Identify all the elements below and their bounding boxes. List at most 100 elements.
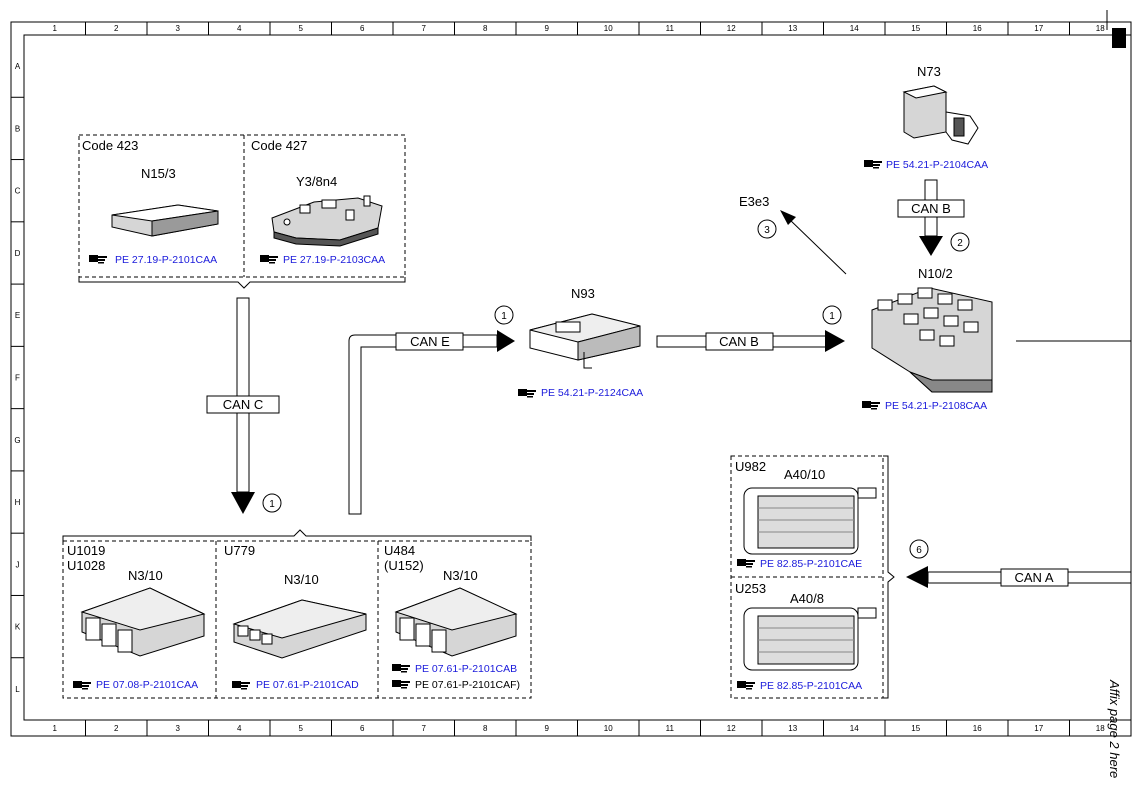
grid-row-F: F xyxy=(15,374,20,383)
n15-3-reference[interactable]: PE 27.19-P-2101CAA xyxy=(115,254,217,266)
grid-col-bottom-16: 16 xyxy=(973,724,982,733)
e3e3-label: E3e3 xyxy=(739,194,769,209)
grid-col-bottom-8: 8 xyxy=(483,724,488,733)
can-e-label: CAN E xyxy=(410,334,450,349)
grid-col-top-4: 4 xyxy=(237,24,242,33)
grid-col-bottom-7: 7 xyxy=(422,724,427,733)
n3-10-c-label: N3/10 xyxy=(443,568,478,583)
grid-col-top-1: 1 xyxy=(53,24,58,33)
e3e3-connection: E3e3 3 xyxy=(739,194,847,275)
grid-col-bottom-9: 9 xyxy=(545,724,550,733)
u982-label: U982 xyxy=(735,459,766,474)
grid-col-top-7: 7 xyxy=(422,24,427,33)
can-c-label: CAN C xyxy=(223,397,263,412)
y3-8n4-label: Y3/8n4 xyxy=(296,174,337,189)
n93-reference[interactable]: PE 54.21-P-2124CAA xyxy=(541,387,643,399)
n93-component: N93 PE 54.21-P-2124CAA xyxy=(518,286,643,399)
grid-col-bottom-15: 15 xyxy=(911,724,920,733)
grid-col-top-9: 9 xyxy=(545,24,550,33)
callout-1-can-c: 1 xyxy=(269,499,275,510)
grid-col-top-14: 14 xyxy=(850,24,859,33)
grid-row-B: B xyxy=(15,124,20,133)
n73-label: N73 xyxy=(917,64,941,79)
u253-reference[interactable]: PE 82.85-P-2101CAA xyxy=(760,680,862,692)
grid-row-L: L xyxy=(15,685,20,694)
grid-col-top-10: 10 xyxy=(604,24,613,33)
grid-row-K: K xyxy=(15,623,21,632)
n3-10-b-label: N3/10 xyxy=(284,572,319,587)
callout-2: 2 xyxy=(957,238,963,249)
grid-col-top-2: 2 xyxy=(114,24,119,33)
n3-10-a-label: N3/10 xyxy=(128,568,163,583)
grid-col-top-8: 8 xyxy=(483,24,488,33)
n10-2-component: N10/2 PE 54.21-P-2108CAA xyxy=(862,266,1131,412)
grid-row-G: G xyxy=(14,436,20,445)
grid-col-top-16: 16 xyxy=(973,24,982,33)
can-b-wire-horizontal: CAN B 1 xyxy=(656,305,845,352)
u484-reference-a[interactable]: PE 07.61-P-2101CAB xyxy=(415,663,517,675)
code-427-label: Code 427 xyxy=(251,138,307,153)
can-b-wire-vertical: CAN B 2 xyxy=(897,179,970,256)
u982-reference[interactable]: PE 82.85-P-2101CAE xyxy=(760,558,862,570)
transmission-control-group: U1019 U1028 N3/10 PE 07.08-P-2101CAA U77… xyxy=(62,529,532,699)
can-c-wire: CAN C 1 xyxy=(206,297,282,514)
a40-10-label: A40/10 xyxy=(784,467,825,482)
grid-col-bottom-14: 14 xyxy=(850,724,859,733)
u1019-label: U1019 xyxy=(67,543,105,558)
grid-row-H: H xyxy=(15,498,21,507)
a40-8-display-image xyxy=(743,607,877,671)
grid-col-bottom-17: 17 xyxy=(1034,724,1043,733)
display-group: U982 A40/10 PE 82.85-P-2101CAE U253 A40/… xyxy=(730,455,895,699)
can-a-label: CAN A xyxy=(1014,570,1053,585)
callout-6: 6 xyxy=(916,545,922,556)
grid-col-bottom-5: 5 xyxy=(299,724,304,733)
u484-label: U484 xyxy=(384,543,415,558)
n3-10-b-module-image xyxy=(232,599,367,659)
u152-label: (U152) xyxy=(384,558,424,573)
u1028-label: U1028 xyxy=(67,558,105,573)
callout-1-can-e: 1 xyxy=(501,311,507,322)
grid-col-bottom-12: 12 xyxy=(727,724,736,733)
grid-row-D: D xyxy=(15,249,21,258)
can-e-wire: CAN E 1 xyxy=(348,305,515,515)
grid-col-bottom-18: 18 xyxy=(1096,724,1105,733)
grid-col-bottom-10: 10 xyxy=(604,724,613,733)
callout-3: 3 xyxy=(764,225,770,236)
grid-col-bottom-4: 4 xyxy=(237,724,242,733)
grid-row-A: A xyxy=(15,62,21,71)
grid-row-J: J xyxy=(16,560,20,569)
grid-col-top-6: 6 xyxy=(360,24,365,33)
grid-col-bottom-6: 6 xyxy=(360,724,365,733)
n73-component: N73 PE 54.21-P-2104CAA xyxy=(864,64,988,171)
grid-col-bottom-1: 1 xyxy=(53,724,58,733)
u779-label: U779 xyxy=(224,543,255,558)
grid-row-C: C xyxy=(15,187,21,196)
u1019-reference[interactable]: PE 07.08-P-2101CAA xyxy=(96,679,198,691)
grid-col-top-15: 15 xyxy=(911,24,920,33)
n15-3-module-image xyxy=(111,204,219,237)
a40-10-display-image xyxy=(743,487,877,555)
n3-10-c-module-image xyxy=(394,587,518,657)
grid-col-top-18: 18 xyxy=(1096,24,1105,33)
y3-8n4-valve-body-image xyxy=(271,195,383,247)
a40-8-label: A40/8 xyxy=(790,591,824,606)
n73-reference[interactable]: PE 54.21-P-2104CAA xyxy=(886,159,988,171)
n3-10-a-module-image xyxy=(80,587,206,657)
grid-col-bottom-13: 13 xyxy=(788,724,797,733)
y3-8n4-reference[interactable]: PE 27.19-P-2103CAA xyxy=(283,254,385,266)
n10-2-label: N10/2 xyxy=(918,266,953,281)
grid-col-top-17: 17 xyxy=(1034,24,1043,33)
n10-2-reference[interactable]: PE 54.21-P-2108CAA xyxy=(885,400,987,412)
u484-reference-b[interactable]: PE 07.61-P-2101CAF) xyxy=(415,679,520,691)
u779-reference[interactable]: PE 07.61-P-2101CAD xyxy=(256,679,359,691)
u253-label: U253 xyxy=(735,581,766,596)
n15-3-label: N15/3 xyxy=(141,166,176,181)
grid-col-bottom-3: 3 xyxy=(176,724,181,733)
code-423-label: Code 423 xyxy=(82,138,138,153)
grid-col-top-11: 11 xyxy=(666,24,675,33)
grid-col-top-12: 12 xyxy=(727,24,736,33)
